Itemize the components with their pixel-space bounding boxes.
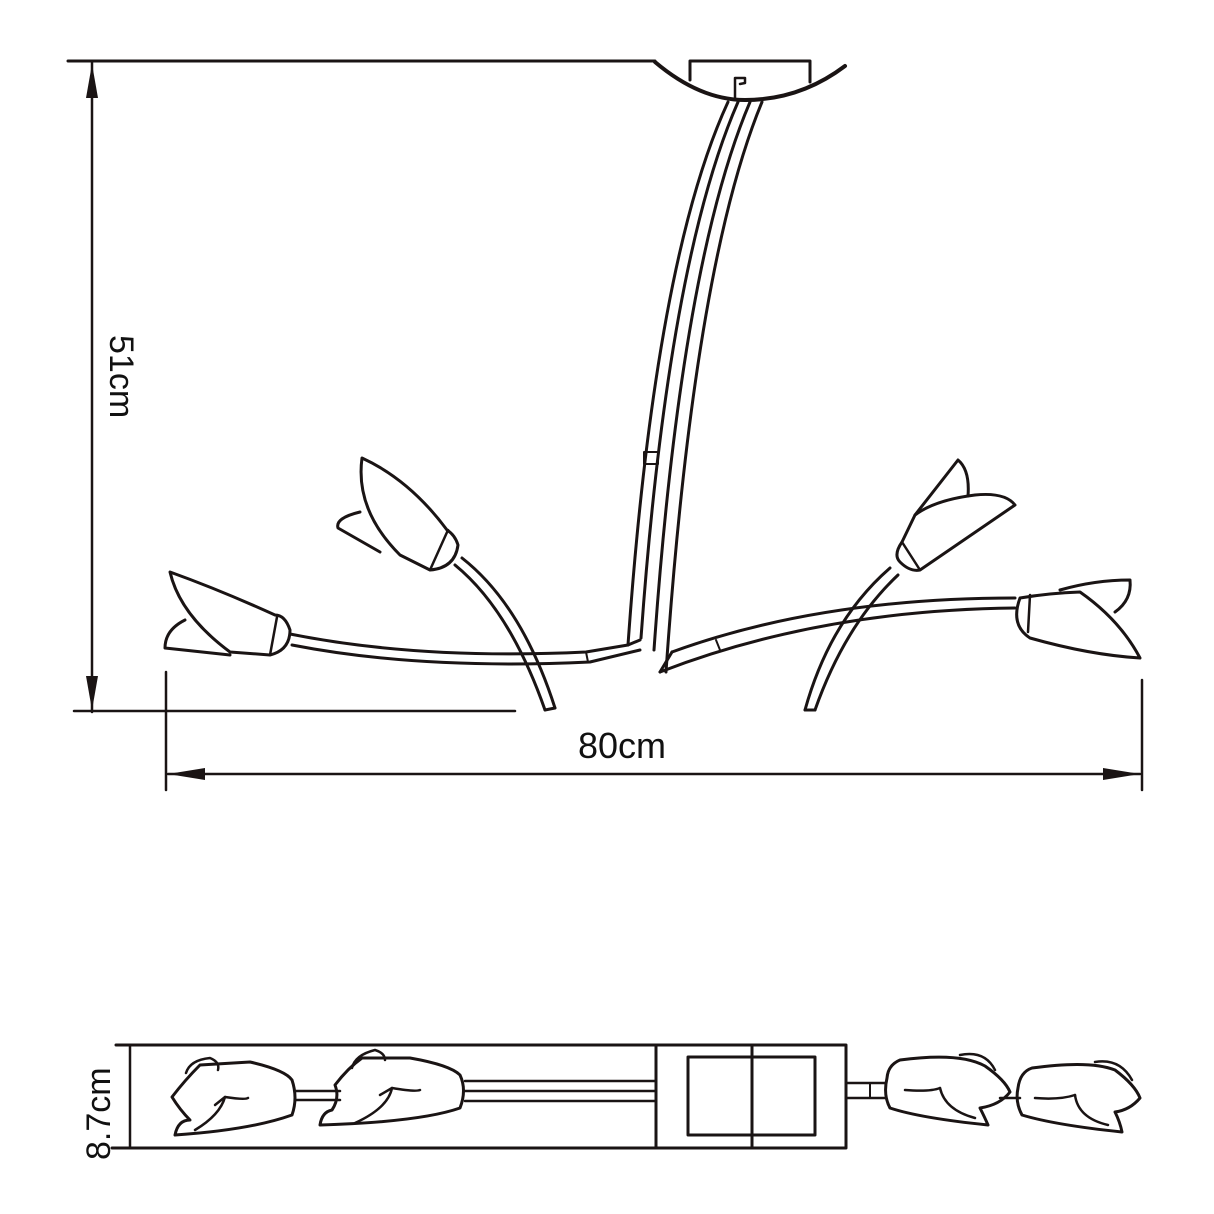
tulip-shade-left-upper bbox=[336, 456, 460, 572]
center-stem bbox=[626, 100, 764, 674]
height-dimension: 51cm bbox=[72, 60, 517, 714]
tulip-shade-plan-2 bbox=[318, 1048, 465, 1127]
tulip-shade-plan-1 bbox=[170, 1056, 297, 1137]
tulip-shade-plan-3 bbox=[884, 1052, 1012, 1127]
left-lower-arm bbox=[288, 632, 642, 666]
width-dimension-label: 80cm bbox=[578, 725, 666, 766]
tulip-shade-right-lower bbox=[1015, 578, 1142, 660]
canopy-plan bbox=[654, 1043, 848, 1150]
right-lower-arm bbox=[658, 596, 1017, 674]
left-upper-arm bbox=[453, 556, 557, 712]
right-upper-arm bbox=[803, 566, 900, 712]
depth-dimension: 8.7cm bbox=[80, 1067, 118, 1160]
tulip-shade-left-lower bbox=[163, 570, 292, 657]
rods-plan bbox=[294, 1079, 1022, 1103]
front-view: 51cm 80cm bbox=[66, 59, 1144, 792]
height-dimension-label: 51cm bbox=[102, 335, 140, 418]
ceiling-canopy bbox=[653, 59, 847, 102]
top-view: 8.7cm bbox=[80, 1043, 1142, 1160]
width-dimension: 80cm bbox=[164, 670, 1144, 792]
tulip-shade-right-upper bbox=[895, 458, 1017, 572]
depth-dimension-label: 8.7cm bbox=[80, 1067, 118, 1160]
tulip-shade-plan-4 bbox=[1015, 1060, 1142, 1134]
